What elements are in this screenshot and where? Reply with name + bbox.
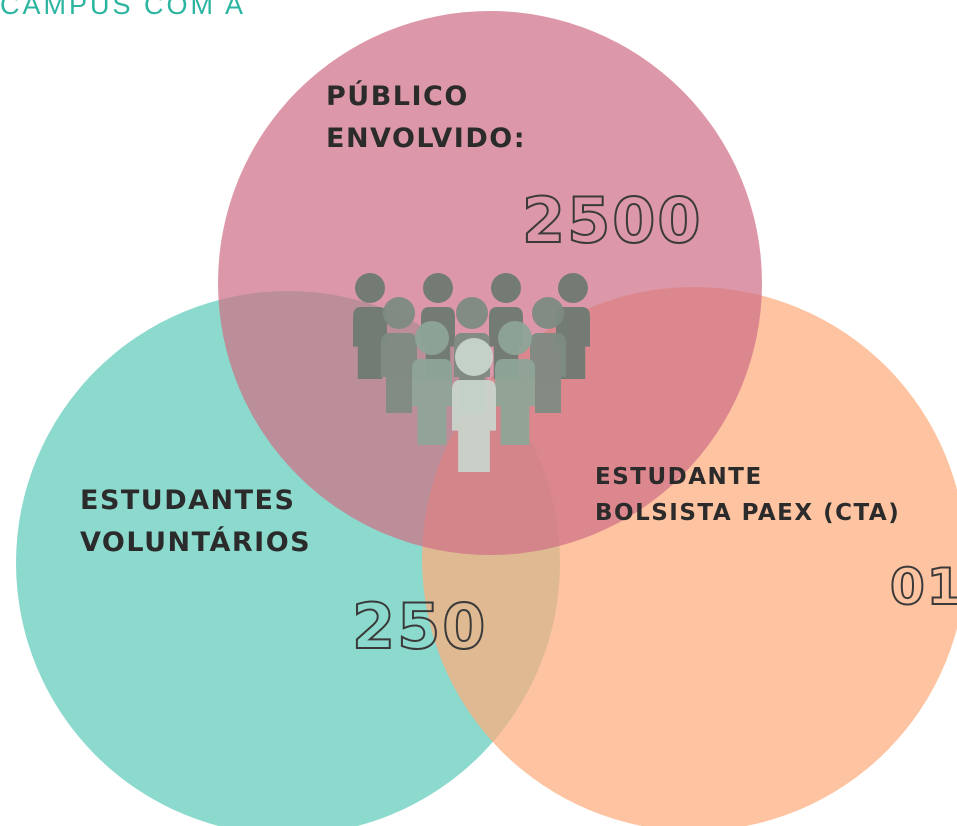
person-head <box>423 273 453 303</box>
label-estudante-bolsista: ESTUDANTE BOLSISTA PAEX (CTA) <box>595 460 900 531</box>
value-publico-envolvido: 2500 <box>521 184 703 257</box>
label-estudantes-voluntarios: ESTUDANTES VOLUNTÁRIOS <box>80 480 311 564</box>
person-body <box>530 333 566 413</box>
value-estudante-bolsista: 01 <box>889 558 957 616</box>
person-figure <box>530 297 566 413</box>
label-publico-line2: ENVOLVIDO: <box>326 122 527 154</box>
label-publico-line1: PÚBLICO <box>326 81 469 112</box>
label-bolsista-line1: ESTUDANTE <box>595 464 763 490</box>
person-body <box>495 359 535 445</box>
people-group-icon <box>353 273 590 472</box>
label-voluntarios-line2: VOLUNTÁRIOS <box>80 526 312 558</box>
header-title: CAMPUS COM A <box>0 0 247 20</box>
person-body <box>381 333 417 413</box>
person-figure <box>353 273 387 379</box>
value-estudantes-voluntarios: 250 <box>351 590 488 663</box>
person-figure <box>381 297 417 413</box>
person-head <box>532 297 564 329</box>
person-figure <box>412 321 452 445</box>
person-head <box>558 273 588 303</box>
person-head <box>498 321 532 355</box>
person-head <box>415 321 449 355</box>
person-head <box>456 297 488 329</box>
label-bolsista-line2: BOLSISTA PAEX (CTA) <box>595 499 901 526</box>
person-figure <box>495 321 535 445</box>
person-head <box>355 273 385 303</box>
person-body <box>412 359 452 445</box>
circle-publico-envolvido <box>218 11 762 555</box>
label-voluntarios-line1: ESTUDANTES <box>80 485 296 516</box>
person-head <box>491 273 521 303</box>
person-head <box>455 338 493 376</box>
person-body <box>353 307 387 379</box>
person-figure <box>452 338 496 472</box>
label-publico-envolvido: PÚBLICO ENVOLVIDO: <box>326 76 526 160</box>
person-body <box>452 380 496 472</box>
person-head <box>383 297 415 329</box>
